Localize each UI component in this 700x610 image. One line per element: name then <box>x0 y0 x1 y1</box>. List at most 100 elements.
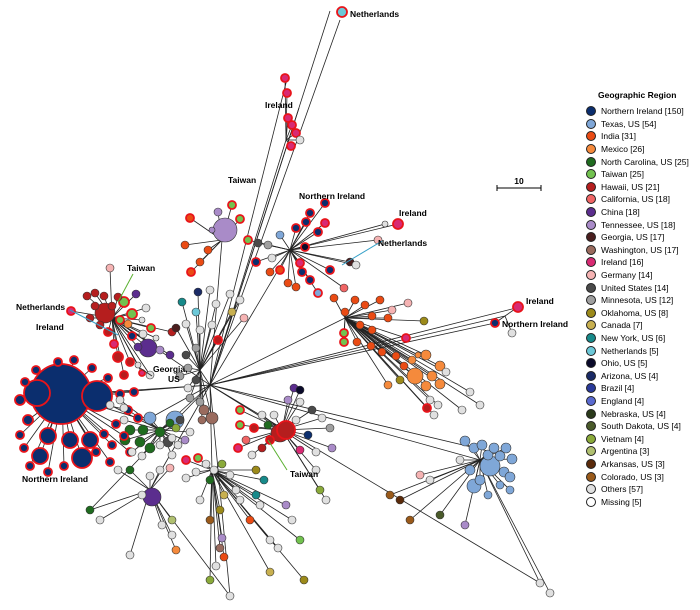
tree-node <box>483 490 493 500</box>
tree-node <box>420 380 432 392</box>
tree-node <box>297 267 307 277</box>
tree-node <box>276 420 296 440</box>
legend-item: China [18] <box>586 206 698 219</box>
tree-node <box>61 431 79 449</box>
legend-label: Oklahoma, US [8] <box>601 307 669 318</box>
tree-node <box>208 226 216 234</box>
tree-node <box>295 535 305 545</box>
tree-edge <box>211 469 251 521</box>
tree-node <box>118 296 130 308</box>
tree-node <box>133 413 143 423</box>
tree-node <box>103 373 113 383</box>
leader-netherlands-left <box>69 309 119 336</box>
annotation-northern-ireland-top: Northern Ireland <box>299 191 365 201</box>
tree-edge <box>199 303 217 371</box>
legend-label: Ohio, US [5] <box>601 358 648 369</box>
tree-node <box>317 413 327 423</box>
tree-node <box>25 461 35 471</box>
tree-node <box>336 6 348 18</box>
tree-node <box>259 475 269 485</box>
tree-node <box>414 351 422 359</box>
tree-node <box>329 293 339 303</box>
tree-node <box>313 288 323 298</box>
tree-node <box>367 311 377 321</box>
tree-node <box>191 343 201 353</box>
tree-node <box>352 337 362 347</box>
legend-label: Argentina [3] <box>601 446 650 457</box>
legend-item: Ohio, US [5] <box>586 357 698 370</box>
tree-node <box>203 245 213 255</box>
tree-node <box>253 238 263 248</box>
tree-node <box>295 258 305 268</box>
tree-edge <box>289 231 319 251</box>
tree-node <box>422 403 432 413</box>
legend-item: Tennessee, US [18] <box>586 218 698 231</box>
tree-node <box>205 515 215 525</box>
tree-node <box>251 257 261 267</box>
tree-edge <box>289 221 307 251</box>
legend-swatch <box>586 370 596 381</box>
tree-node <box>375 295 385 305</box>
annotation-northern-ireland-right: Northern Ireland <box>502 319 568 329</box>
tree-edge <box>211 469 217 567</box>
legend-swatch <box>586 345 596 356</box>
tree-node <box>81 431 99 449</box>
tree-node <box>127 331 137 341</box>
tree-node <box>263 240 273 250</box>
tree-node <box>211 299 221 309</box>
tree-node <box>320 218 330 228</box>
legend-item: Brazil [4] <box>586 382 698 395</box>
tree-edge <box>111 317 151 376</box>
tree-node <box>395 495 405 505</box>
legend-label: Missing [5] <box>601 496 642 507</box>
tree-node <box>355 320 365 330</box>
legend-item: Texas, US [54] <box>586 118 698 131</box>
tree-node <box>105 263 115 273</box>
tree-edge <box>344 302 409 319</box>
tree-node <box>209 465 219 475</box>
tree-node <box>406 367 424 385</box>
tree-node <box>227 307 237 317</box>
tree-nodes <box>14 6 555 601</box>
tree-edge <box>199 293 231 371</box>
tree-node <box>181 350 191 360</box>
tree-node <box>367 325 377 335</box>
tree-node <box>392 218 404 230</box>
tree-node <box>191 375 201 385</box>
legend-label: Northern Ireland [150] <box>601 106 684 117</box>
tree-edge <box>199 289 211 371</box>
tree-node <box>251 465 261 475</box>
tree-node <box>282 88 292 98</box>
legend-swatch <box>586 421 596 432</box>
tree-node <box>291 223 301 233</box>
tree-node <box>313 227 323 237</box>
tree-node <box>311 447 321 457</box>
tree-node <box>129 387 139 397</box>
tree-node <box>283 278 293 288</box>
tree-node <box>257 410 267 420</box>
legend-item: Netherlands [5] <box>586 344 698 357</box>
legend-label: Taiwan [25] <box>601 169 644 180</box>
legend-label: Ireland [16] <box>601 257 644 268</box>
legend-item: Canada [7] <box>586 319 698 332</box>
tree-node <box>241 435 251 445</box>
tree-node <box>125 357 135 367</box>
legend-swatch <box>586 118 596 129</box>
tree-edge <box>209 317 346 386</box>
legend-item: New York, US [6] <box>586 332 698 345</box>
tree-edge <box>289 249 345 289</box>
tree-node <box>205 285 215 295</box>
tree-node <box>215 543 225 553</box>
annotations: Netherlands Ireland Taiwan Northern Irel… <box>16 9 568 484</box>
legend-swatch <box>586 307 596 318</box>
legend-swatch <box>586 244 596 255</box>
tree-edge <box>149 467 171 491</box>
tree-node <box>385 490 395 500</box>
tree-node <box>490 318 500 328</box>
tree-node <box>125 550 135 560</box>
tree-node <box>39 427 57 445</box>
tree-node <box>133 342 143 352</box>
tree-node <box>207 320 217 330</box>
tree-node <box>90 288 100 298</box>
tree-node <box>305 208 315 218</box>
